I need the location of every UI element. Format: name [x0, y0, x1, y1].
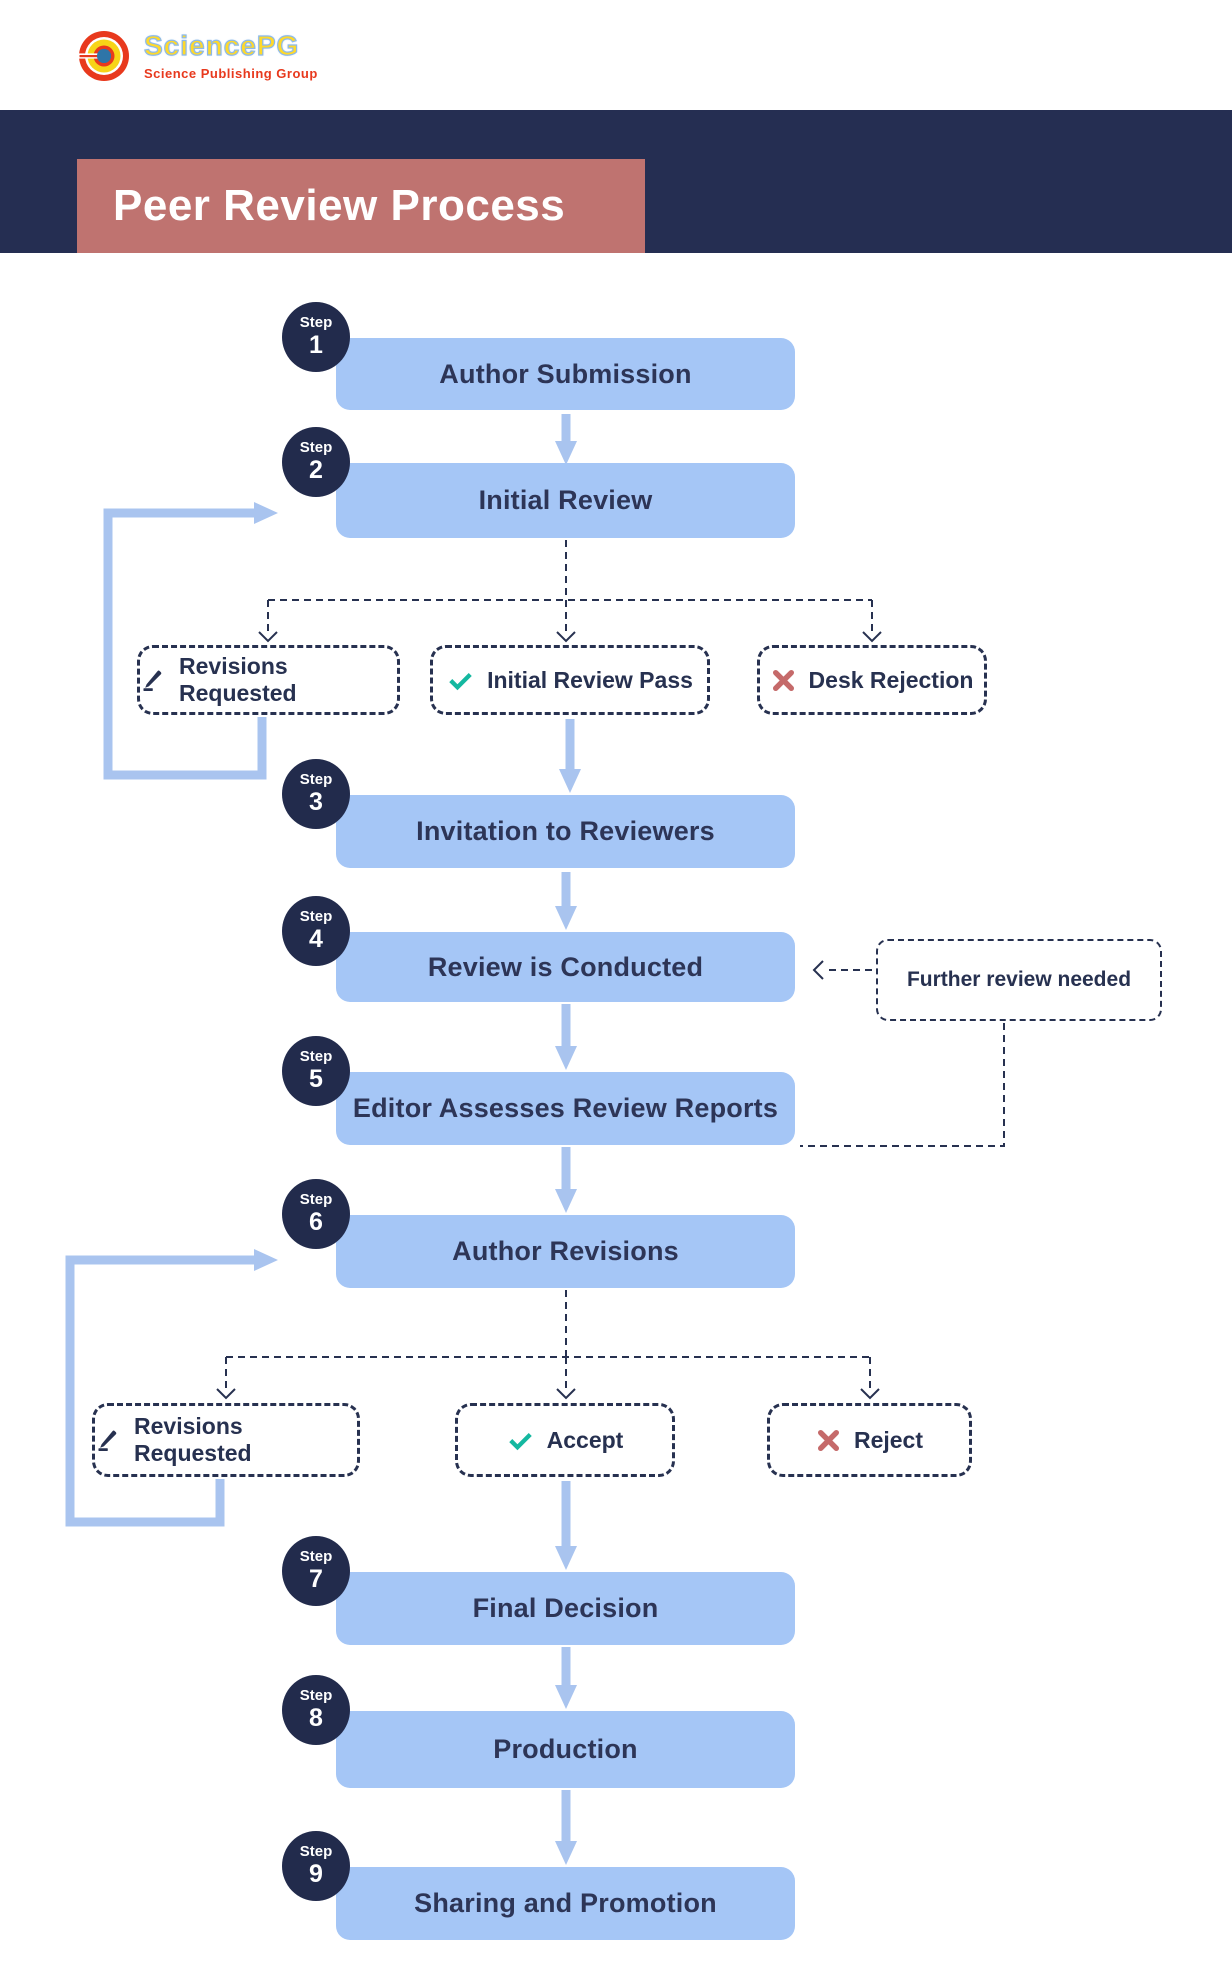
step-badge-word: Step [299, 314, 333, 331]
step-badge-8: Step 8 [282, 1675, 350, 1745]
step-label: Initial Review [478, 485, 653, 515]
step-label: Author Revisions [452, 1236, 679, 1266]
title-box: Peer Review Process [77, 159, 645, 253]
branch-initial-review-pass: Initial Review Pass [430, 645, 710, 715]
step-badge-5: Step 5 [282, 1036, 350, 1106]
step-badge-3: Step 3 [282, 759, 350, 829]
step-box-3: Invitation to Reviewers [336, 795, 795, 868]
step-label: Invitation to Reviewers [416, 816, 715, 846]
pencil-icon [98, 1430, 117, 1452]
x-icon [817, 1429, 839, 1451]
step-badge-number: 1 [309, 330, 323, 359]
sciencepg-emblem-icon [78, 31, 129, 81]
step-badge-2: Step 2 [282, 427, 350, 497]
step-badge-1: Step 1 [282, 302, 350, 372]
logo-bar: SciencePG Science Publishing Group [0, 0, 1232, 110]
brand-tagline: Science Publishing Group [144, 65, 318, 81]
logo-text: SciencePG Science Publishing Group [143, 29, 318, 81]
step-box-2: Initial Review [336, 463, 795, 538]
step-badge-word: Step [299, 1687, 333, 1704]
step-label: Editor Assesses Review Reports [352, 1093, 779, 1123]
step-badge-4: Step 4 [282, 896, 350, 966]
step-badge-word: Step [299, 1548, 333, 1565]
step-label: Sharing and Promotion [414, 1888, 717, 1918]
step-box-1: Author Submission [336, 338, 795, 410]
step-box-8: Production [336, 1711, 795, 1788]
step-badge-word: Step [299, 439, 333, 456]
step-box-5: Editor Assesses Review Reports [336, 1072, 795, 1145]
step-box-6: Author Revisions [336, 1215, 795, 1288]
step-badge-word: Step [299, 771, 333, 788]
branch-desk-rejection: Desk Rejection [757, 645, 987, 715]
step-badge-number: 4 [309, 924, 323, 953]
page-title: Peer Review Process [113, 181, 566, 230]
brand-name: SciencePG [143, 29, 300, 61]
step-badge-number: 7 [309, 1564, 323, 1593]
branch-label: Initial Review Pass [487, 666, 693, 693]
step-badge-7: Step 7 [282, 1536, 350, 1606]
revision-loop-1 [103, 502, 278, 780]
x-icon [772, 669, 794, 691]
step-badge-number: 6 [309, 1207, 323, 1236]
step-badge-word: Step [299, 1191, 333, 1208]
branch-revisions-requested-2: Revisions Requested [92, 1403, 360, 1477]
step-badge-number: 5 [309, 1064, 323, 1093]
step-label: Final Decision [472, 1593, 659, 1623]
step-label: Author Submission [439, 358, 692, 389]
check-icon [508, 1432, 532, 1450]
branch-label: Desk Rejection [808, 666, 974, 693]
step-badge-word: Step [299, 1048, 333, 1065]
step-box-9: Sharing and Promotion [336, 1867, 795, 1940]
branch-label: Accept [546, 1426, 624, 1453]
branch-reject: Reject [767, 1403, 972, 1477]
branch-label: Revisions Requested [134, 1413, 252, 1466]
step-box-4: Review is Conducted [336, 932, 795, 1002]
logo: SciencePG Science Publishing Group [78, 30, 318, 82]
branch-label: Reject [853, 1426, 924, 1453]
step-label: Production [493, 1734, 638, 1764]
step-label: Review is Conducted [427, 951, 704, 982]
step-badge-number: 2 [309, 455, 323, 484]
step-badge-number: 8 [309, 1703, 323, 1732]
check-icon [449, 672, 472, 690]
branch-accept: Accept [455, 1403, 675, 1477]
step-badge-word: Step [299, 1843, 333, 1860]
step-box-7: Final Decision [336, 1572, 795, 1645]
pencil-icon [143, 670, 162, 692]
step-badge-word: Step [299, 908, 333, 925]
step-badge-number: 3 [309, 787, 323, 816]
note-label: Further review needed [906, 968, 1132, 991]
step-badge-9: Step 9 [282, 1831, 350, 1901]
step-badge-number: 9 [309, 1859, 323, 1888]
further-review-note: Further review needed [876, 939, 1162, 1021]
branch-label: Revisions Requested [179, 653, 297, 706]
revision-loop-2 [65, 1249, 278, 1527]
branch-revisions-requested-1: Revisions Requested [137, 645, 400, 715]
step-badge-6: Step 6 [282, 1179, 350, 1249]
